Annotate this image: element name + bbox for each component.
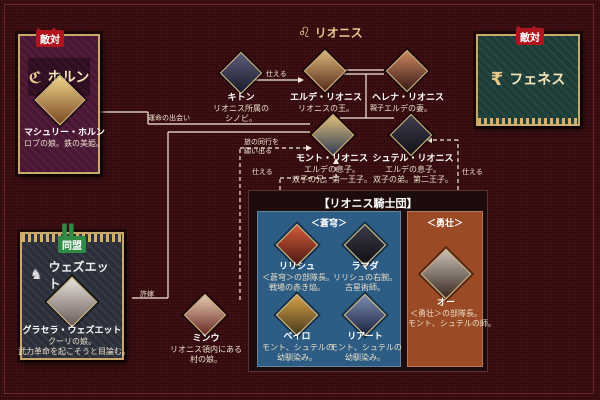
character-desc: 幼馴染み。: [277, 353, 317, 362]
character-desc: エルデの息子。: [385, 165, 441, 174]
edge-label-fate: 運命の出会い: [148, 114, 190, 122]
character-name: ミンウ: [192, 334, 220, 344]
character-lilish: リリシュ ＜蒼穹＞の部隊長。 戦場の赤き焔。: [262, 262, 334, 293]
character-name: オー: [436, 298, 455, 308]
character-desc: 双子の兄。第一王子。: [292, 175, 372, 184]
faction-banner-phenes: ₹ フェネス: [486, 60, 570, 98]
character-ramada: ラマダ リリシュの右腕。 古星術師。: [330, 262, 400, 293]
character-mont: モント・リオニス エルデの息子。 双子の兄。第一王子。: [290, 154, 374, 185]
faction-card-phenes: ₹ フェネス: [476, 34, 580, 126]
edge-label-engaged: 許嫁: [140, 290, 154, 298]
character-grasela: グラセラ・ウェズエット クーリの娘。 武力革命を起こそうと目論む。: [18, 326, 130, 357]
snake-pillar-emblem-icon: ₹: [490, 68, 504, 90]
character-desc: モント、シュテルの: [330, 343, 402, 352]
character-desc: ＜勇壮＞の部隊長。: [410, 309, 482, 318]
faction-banner-vezet: ♞ ウェズエット: [30, 256, 114, 294]
character-name: リリシュ: [278, 262, 315, 272]
panel-title-yuusou: ＜勇壮＞: [426, 219, 463, 229]
knights-order-group: 【リオニス騎士団】 ＜蒼穹＞ ＜勇壮＞: [248, 190, 488, 372]
serpent-emblem-icon: ℭ: [28, 67, 42, 87]
character-desc: エルデの妻。: [384, 104, 432, 113]
character-desc: リオニス所属の: [213, 104, 269, 113]
knights-title: 【リオニス騎士団】: [318, 197, 418, 210]
character-desc: 武力革命を起こそうと目論む。: [18, 347, 130, 356]
character-desc: 幼馴染み。: [345, 353, 385, 362]
edge-label-serve-left: 仕える: [252, 168, 273, 176]
character-name: ヘレナ・リオニス: [371, 93, 444, 103]
panel-title-souki: ＜蒼穹＞: [310, 219, 347, 229]
character-shutel: シュテル・リオニス エルデの息子。 双子の弟。第二王子。: [368, 154, 458, 185]
character-name: シュテル・リオニス: [372, 154, 454, 164]
character-kiton: キトン リオニス所属の シノビ。: [204, 93, 278, 124]
wolf-emblem-icon: ♞: [30, 267, 43, 283]
character-desc: 双子の弟。第二王子。: [373, 175, 453, 184]
character-helena: ヘレナ・リオニス エルデの妻。: [370, 93, 446, 114]
kingdom-name: リオニス: [314, 26, 363, 40]
character-mashuri: マシュリー・ホルン ロブの娘。鉄の美姫。: [24, 128, 105, 149]
character-desc: 村の娘。: [190, 355, 222, 364]
character-beiro: ベイロ モント、シュテルの 幼馴染み。: [262, 332, 334, 363]
character-elde: エルデ・リオニス リオニスの王。: [288, 93, 364, 114]
character-desc: シノビ。: [225, 114, 257, 123]
character-desc: モント、シュテルの師。: [408, 319, 496, 328]
character-desc: ＜蒼穹＞の部隊長。: [262, 273, 334, 282]
character-desc: リオニスの王。: [298, 104, 354, 113]
badge-phenes: 敵対: [516, 28, 544, 45]
character-desc: モント、シュテルの: [262, 343, 334, 352]
character-name: エルデ・リオニス: [289, 93, 362, 103]
edge-label-journey-line: 願い出る: [244, 147, 272, 155]
edge-label-serve-right: 仕える: [462, 168, 483, 176]
character-name: ラマダ: [351, 262, 379, 272]
card-fringe: [478, 118, 578, 126]
character-desc: エルデの息子。: [304, 165, 360, 174]
character-name: グラセラ・ウェズエット: [22, 326, 122, 336]
edge-label-journey: 旅の同行を 願い出る: [244, 138, 279, 156]
kingdom-title: ♌ リオニス: [298, 24, 363, 41]
faction-name-phenes: フェネス: [509, 72, 566, 88]
character-name: リアート: [347, 332, 383, 342]
character-name: ベイロ: [283, 332, 311, 342]
character-name: モント・リオニス: [295, 154, 368, 164]
character-name: マシュリー・ホルン: [24, 128, 105, 138]
badge-vezet: 同盟: [58, 236, 86, 253]
character-minou: ミンウ リオニス領内にある 村の娘。: [168, 334, 244, 365]
character-desc: ロブの娘。鉄の美姫。: [24, 139, 104, 148]
character-oh: オー ＜勇壮＞の部隊長。 モント、シュテルの師。: [408, 298, 496, 329]
edge-label-serve-kiton: 仕える: [266, 70, 287, 78]
character-desc: クーリの娘。: [48, 337, 96, 346]
character-desc: 古星術師。: [345, 283, 385, 292]
edge-label-journey-line: 旅の同行を: [244, 138, 279, 146]
character-desc: リリシュの右腕。: [333, 273, 397, 282]
character-name: キトン: [227, 93, 255, 103]
character-desc: リオニス領内にある: [170, 345, 242, 354]
edge-label-parent: 親子: [370, 104, 384, 112]
badge-hollan: 敵対: [36, 30, 64, 47]
character-riato: リアート モント、シュテルの 幼馴染み。: [330, 332, 402, 363]
character-desc: 戦場の赤き焔。: [269, 283, 325, 292]
faction-name-vezet: ウェズエット: [48, 260, 109, 291]
lion-crest-icon: ♌: [298, 24, 311, 41]
